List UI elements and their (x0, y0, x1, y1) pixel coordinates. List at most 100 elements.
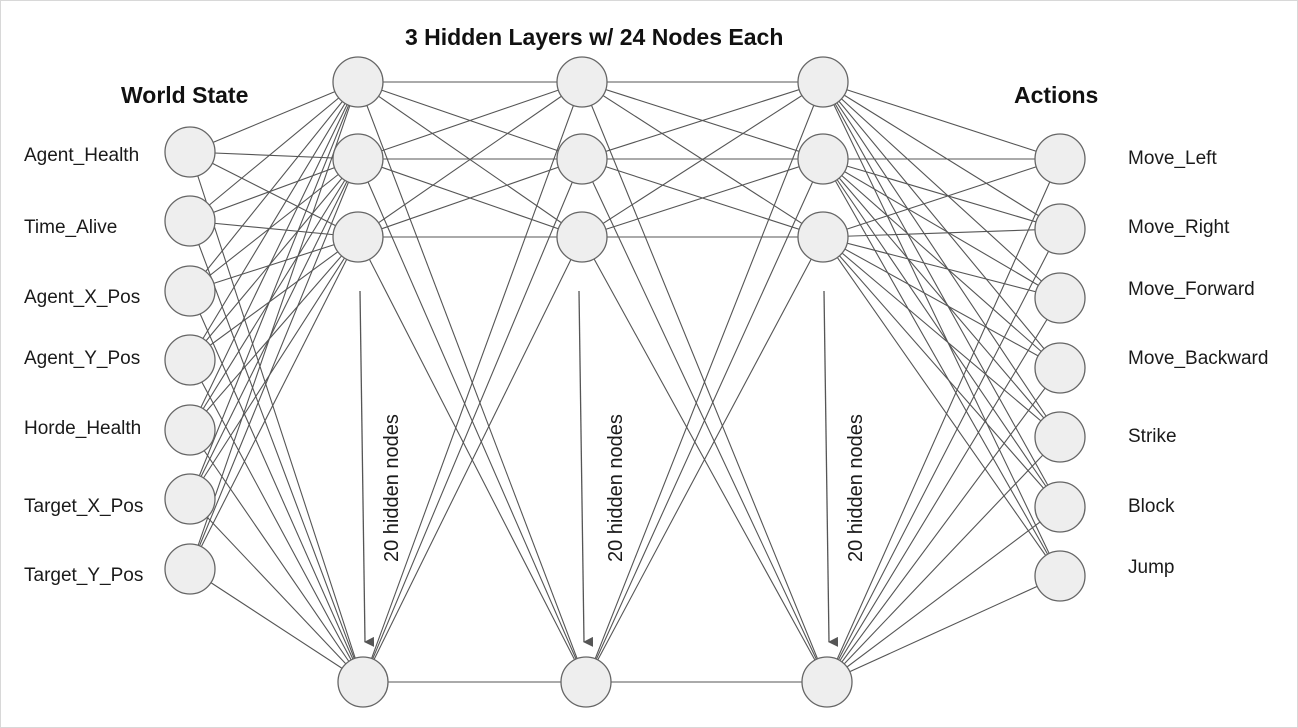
hidden-layer-3-node (797, 211, 849, 263)
edge-hidden3-to-output (826, 436, 1061, 683)
input-label: Target_Y_Pos (24, 565, 144, 586)
edge-hidden3-to-output (822, 81, 1061, 299)
edge-hidden3-to-output (826, 297, 1061, 683)
output-label: Move_Right (1128, 217, 1230, 238)
edge-input-to-hidden1 (189, 498, 364, 683)
edge-hidden3-to-output (826, 506, 1061, 683)
output-label: Move_Left (1128, 148, 1217, 169)
edge-hidden3-to-output (822, 236, 1061, 577)
edge-input-to-hidden1 (189, 290, 364, 683)
edge-hidden3-to-output (822, 236, 1061, 369)
output-node (1034, 481, 1086, 533)
edge-hidden3-to-output (822, 158, 1061, 508)
network-nodes (164, 56, 1086, 708)
edge-hidden1-to-hidden2 (357, 158, 583, 238)
edge-hidden3-to-output (822, 158, 1061, 230)
hidden-layer-3-collapsed-label: 20 hidden nodes (845, 414, 867, 562)
edge-hidden3-to-output (822, 236, 1061, 508)
edge-hidden3-to-output (826, 158, 1061, 683)
edge-hidden1-to-hidden2 (362, 236, 583, 683)
input-label: Agent_Y_Pos (24, 348, 141, 369)
edge-hidden2-to-hidden3 (581, 81, 824, 160)
edge-input-to-hidden1 (189, 151, 359, 238)
edge-hidden3-to-output (822, 81, 1061, 438)
edge-hidden3-to-output (822, 228, 1061, 238)
input-label: Horde_Health (24, 418, 142, 439)
edge-hidden3-to-output (822, 158, 1061, 238)
edge-input-to-hidden1 (189, 81, 359, 292)
edge-hidden2-to-hidden3 (585, 81, 824, 683)
edge-hidden3-to-output (822, 158, 1061, 577)
edge-input-to-hidden1 (189, 81, 359, 431)
down-arrow-icon (578, 290, 594, 647)
hidden-layer-1-node (332, 211, 384, 263)
edge-hidden2-to-hidden3 (585, 236, 824, 683)
output-label: Strike (1128, 426, 1177, 447)
output-label: Jump (1128, 557, 1175, 578)
output-node (1034, 133, 1086, 185)
edge-hidden2-to-hidden3 (585, 158, 824, 683)
output-label: Move_Backward (1128, 348, 1269, 369)
edge-hidden1-to-hidden2 (362, 158, 583, 683)
edge-input-to-hidden1 (189, 236, 359, 431)
output-node (1034, 550, 1086, 602)
edge-hidden3-to-output (822, 81, 1061, 508)
output-node (1034, 411, 1086, 463)
diagram-title: 3 Hidden Layers w/ 24 Nodes Each (405, 24, 784, 50)
edge-hidden3-to-output (822, 81, 1061, 577)
edge-input-to-hidden1 (189, 81, 359, 500)
edge-hidden3-to-output (822, 236, 1061, 438)
down-arrow-icon (359, 290, 375, 647)
edge-hidden3-to-output (822, 81, 1061, 160)
hidden-layer-3-node (797, 56, 849, 108)
edge-input-to-hidden1 (189, 220, 364, 683)
output-label: Block (1128, 496, 1175, 517)
edge-hidden3-to-output (822, 81, 1061, 230)
input-node (164, 473, 216, 525)
hidden-layer-2-collapsed-label: 20 hidden nodes (605, 414, 627, 562)
edge-hidden1-to-hidden2 (357, 81, 583, 238)
hidden-layer-3-node (801, 656, 853, 708)
edge-input-to-hidden1 (189, 151, 364, 683)
edge-hidden3-to-output (822, 81, 1061, 369)
output-layer-heading: Actions (1014, 82, 1099, 108)
edge-input-to-hidden1 (189, 568, 364, 683)
edge-hidden3-to-output (822, 158, 1061, 438)
hidden-layer-1-node (337, 656, 389, 708)
edge-hidden2-to-hidden3 (581, 81, 824, 238)
input-node (164, 195, 216, 247)
input-label: Time_Alive (24, 217, 118, 238)
edge-input-to-hidden1 (189, 429, 364, 683)
input-label: Agent_Health (24, 145, 140, 166)
edge-input-to-hidden1 (189, 220, 359, 238)
input-layer-heading: World State (121, 82, 249, 108)
edge-hidden1-to-hidden2 (357, 81, 583, 160)
edge-input-to-hidden1 (189, 158, 359, 361)
hidden-layer-2-node (556, 56, 608, 108)
edge-input-to-hidden1 (189, 236, 359, 361)
edge-hidden3-to-output (826, 367, 1061, 683)
input-label: Target_X_Pos (24, 496, 144, 517)
input-node (164, 126, 216, 178)
edge-input-to-hidden1 (189, 81, 359, 222)
input-node (164, 265, 216, 317)
hidden-layer-1-node (332, 133, 384, 185)
input-node (164, 334, 216, 386)
edge-input-to-hidden1 (189, 158, 359, 292)
hidden-layer-2-node (556, 211, 608, 263)
edge-input-to-hidden1 (189, 81, 359, 361)
edge-hidden3-to-output (822, 158, 1061, 369)
edge-hidden3-to-output (826, 228, 1061, 683)
collapsed-node-arrows (359, 290, 839, 647)
hidden-layer-3-node (797, 133, 849, 185)
input-node (164, 404, 216, 456)
edge-hidden3-to-output (826, 575, 1061, 683)
edge-input-to-hidden1 (189, 236, 359, 500)
edge-input-to-hidden1 (189, 236, 359, 292)
output-node (1034, 272, 1086, 324)
hidden-layer-1-node (332, 56, 384, 108)
hidden-layer-2-node (560, 656, 612, 708)
edge-input-to-hidden1 (189, 151, 359, 160)
edge-hidden2-to-hidden3 (581, 158, 824, 238)
connection-edges (189, 81, 1061, 683)
